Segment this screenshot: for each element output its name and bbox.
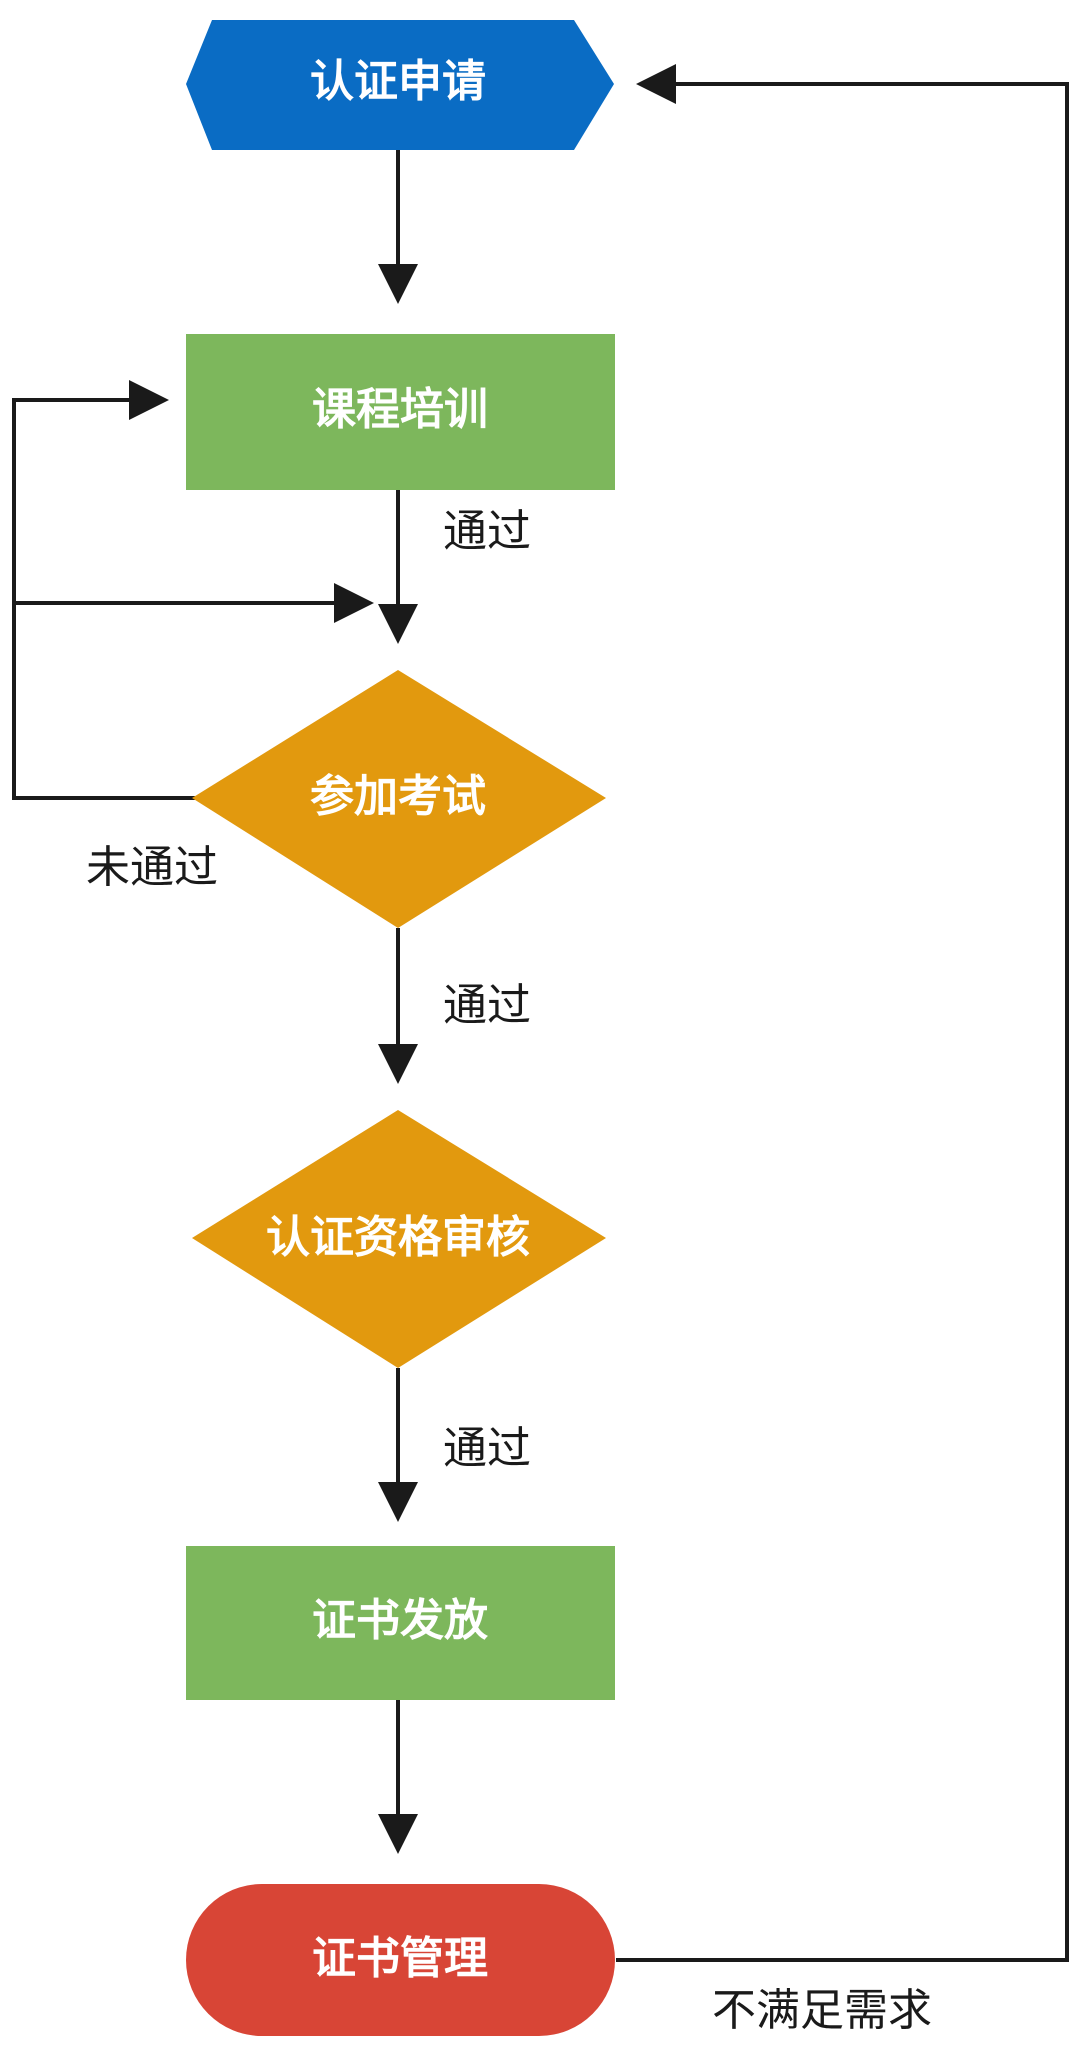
edge-label-manage-feedback: 不满足需求 [712,1985,932,2036]
edge-label-exam-fail: 未通过 [86,842,218,893]
node-manage: 证书管理 [186,1884,615,2036]
diamond-shape [192,670,606,928]
edge-exam-fail-loop [12,380,195,800]
edge-manage-feedback-loop [616,64,1069,1962]
terminal-shape [186,1884,615,2036]
node-label-review: 认证资格审核 [266,1212,530,1263]
rectangle-shape [186,1546,615,1700]
edge-label-exam-review-pass: 通过 [443,980,531,1031]
hexagon-shape [186,20,614,150]
node-exam: 参加考试 [192,670,606,928]
diamond-shape [192,1110,606,1368]
node-label-exam: 参加考试 [310,771,486,822]
edge-label-review-issue-pass: 通过 [443,1423,531,1474]
node-label-apply: 认证申请 [310,56,486,107]
node-label-issue: 证书发放 [312,1595,488,1646]
node-issue: 证书发放 [186,1546,615,1700]
edges [12,64,1069,1962]
node-review: 认证资格审核 [192,1110,606,1368]
node-training: 课程培训 [186,334,615,490]
node-apply: 认证申请 [186,20,614,150]
node-label-manage: 证书管理 [312,1933,488,1984]
rectangle-shape [186,334,615,490]
edge-label-training-exam-pass: 通过 [443,506,531,557]
node-label-training: 课程培训 [312,384,488,435]
